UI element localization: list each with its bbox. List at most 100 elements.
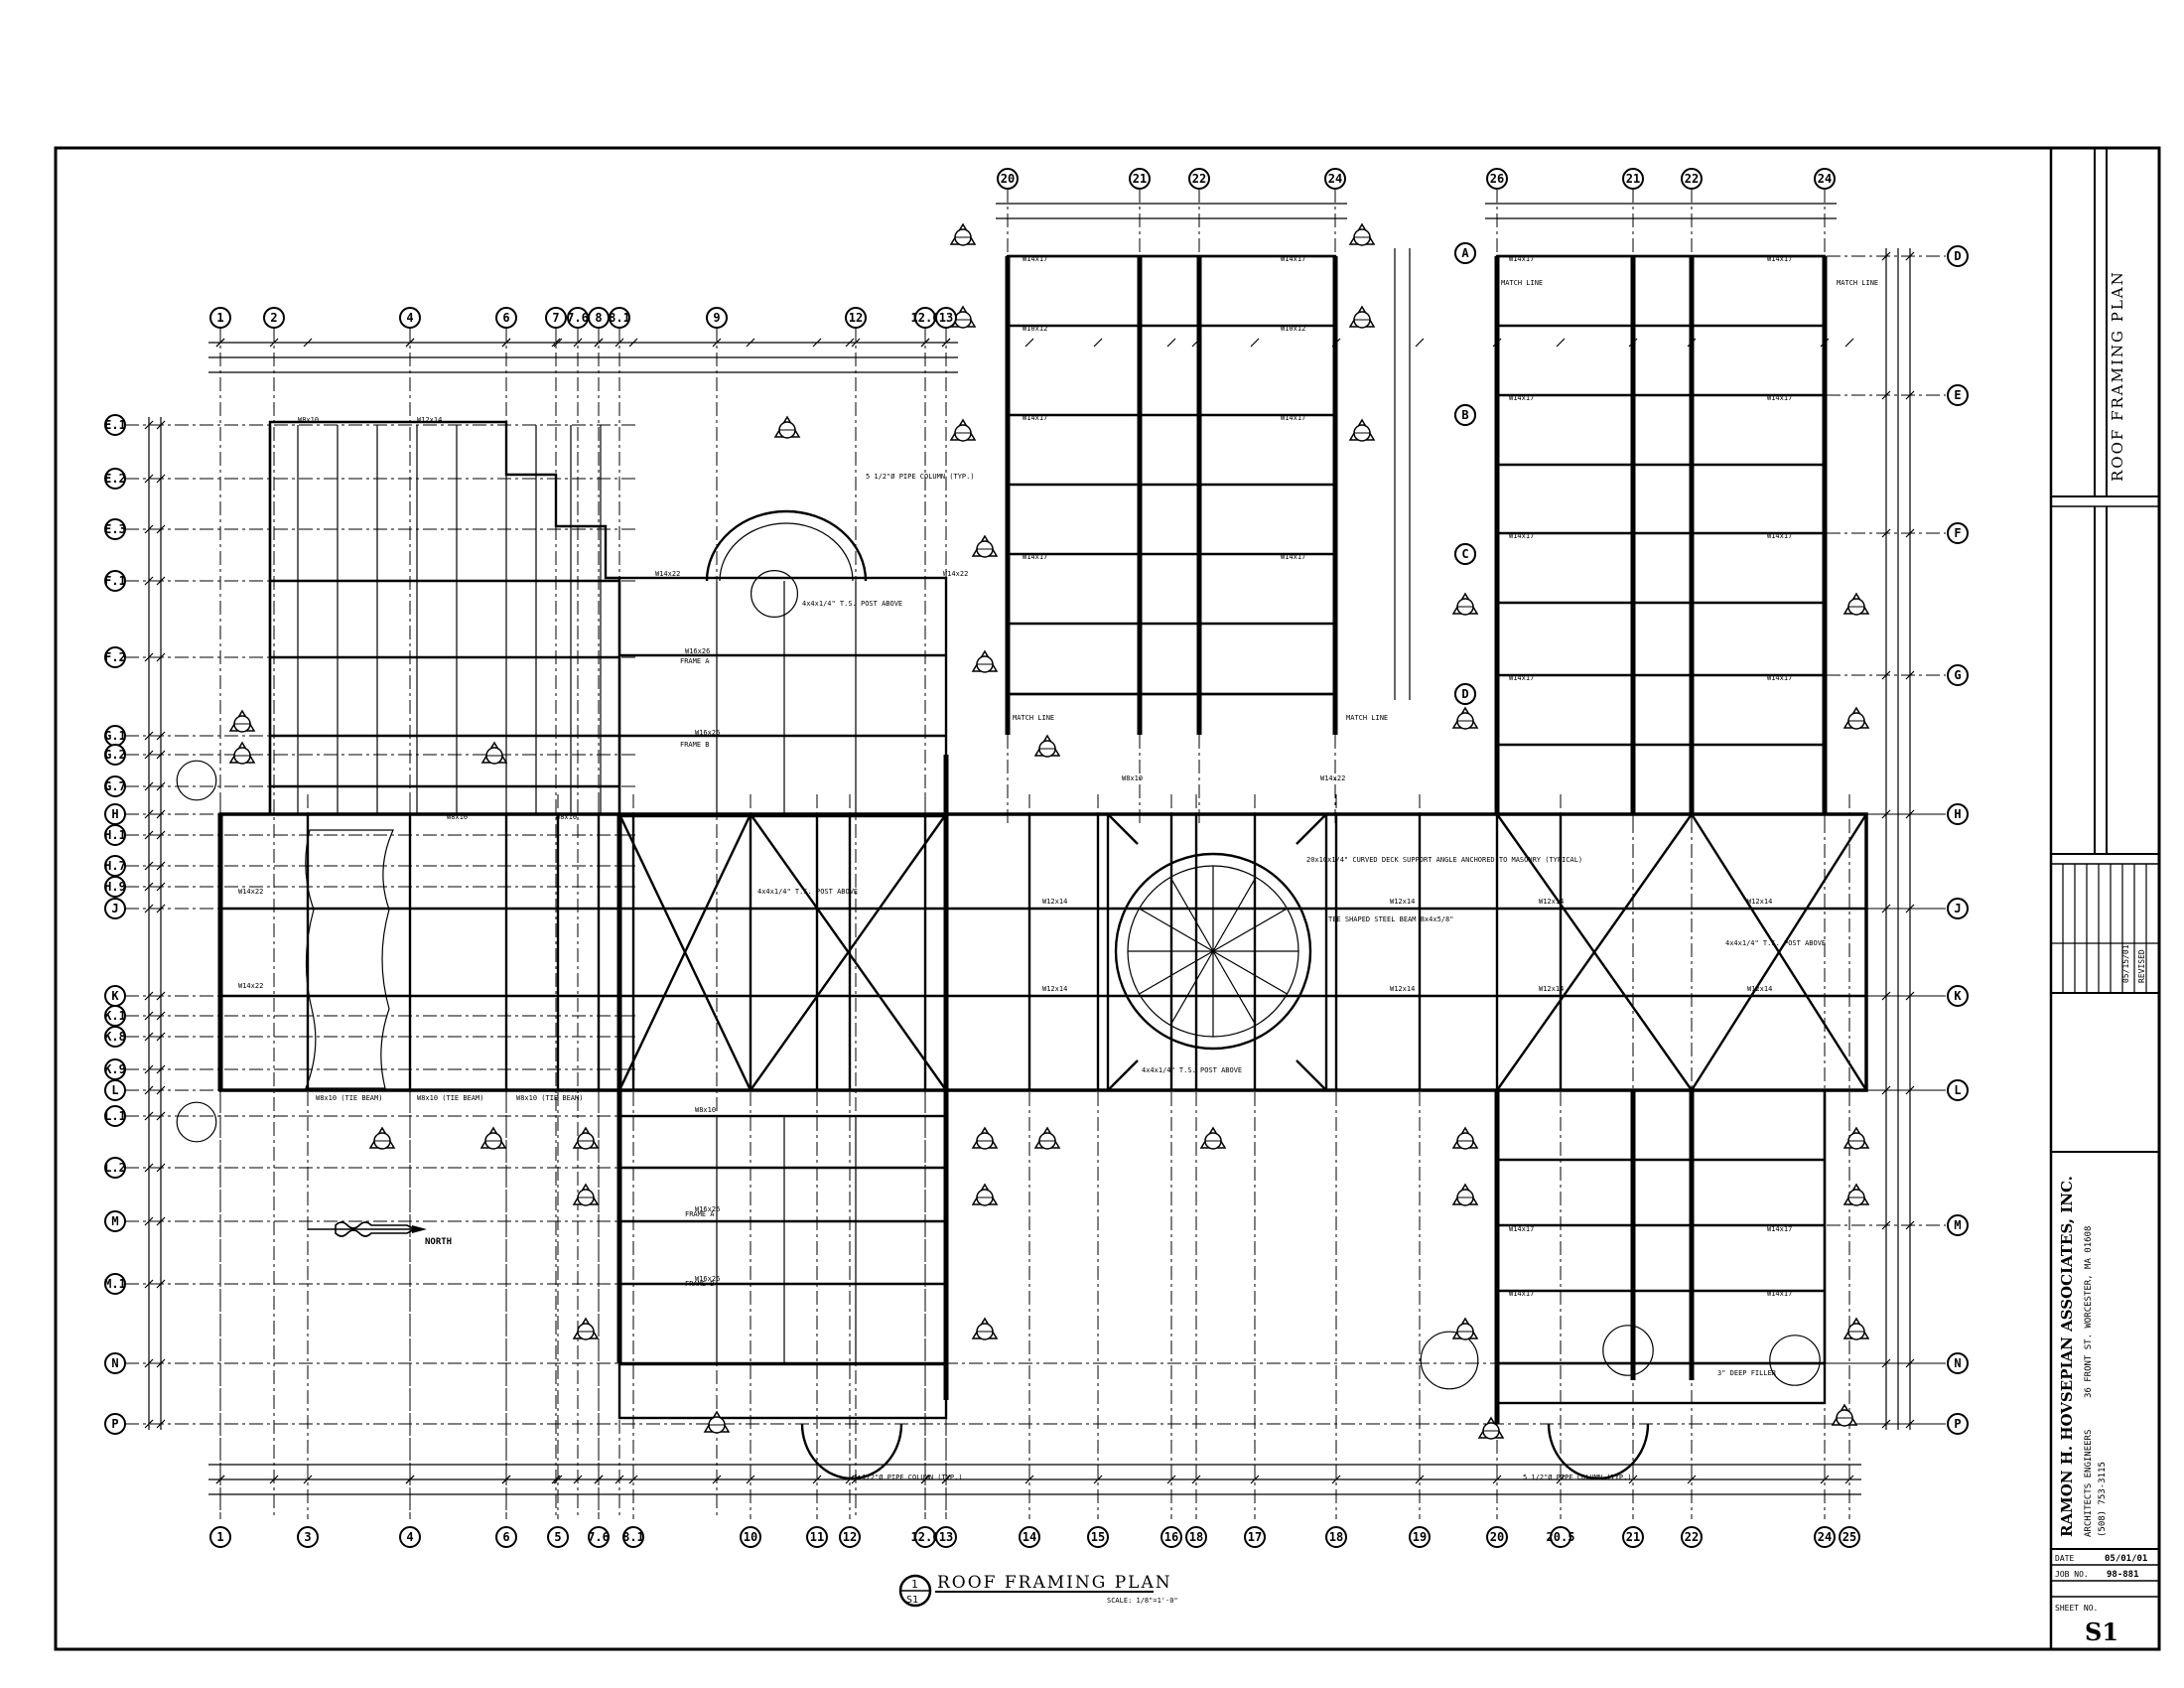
grid-bubble-mid: B [1454,404,1476,426]
member-size-label: W14x17 [1023,414,1047,422]
grid-bubble-circle [1188,168,1210,190]
grid-bubble-label: P [1954,1417,1961,1431]
grid-bubble-circle [1947,522,1969,544]
section-marker [480,741,508,765]
grid-bubble-left: M [104,1210,126,1232]
grid-bubble-circle [1839,1526,1860,1548]
dimension-tick [144,809,154,819]
grid-bubble-label: 7.6 [588,1530,610,1544]
grid-bubble-label: 12 [843,1530,857,1544]
grid-bubble-top: 21 [1622,168,1644,190]
grid-bubble-circle [1454,683,1476,705]
dimension-tick [594,1475,604,1484]
dimension-tick [594,338,604,348]
dimension-tick [156,1085,166,1095]
member-size-label: W8x10 [556,813,577,821]
grid-bubble-label: 5 [554,1530,561,1544]
grid-bubble-label: 2 [270,311,277,325]
date-label: DATE [2055,1554,2074,1563]
dimension-tick [156,1163,166,1173]
section-marker [572,1317,600,1340]
rotunda-rafter [1169,950,1214,1026]
bay-window-arc [705,509,868,582]
section-marker [1348,222,1376,246]
dimension-tick [156,882,166,892]
entry-arc [800,1423,903,1480]
grid-bubble-circle [545,307,567,329]
grid-bubble-left: P [104,1413,126,1435]
grid-bubble-label: A [1461,246,1469,260]
dimension-tick [156,904,166,914]
grid-bubble-circle [1244,1526,1266,1548]
grid-bubble-label: N [111,1356,118,1370]
pipe-column-note-3: 5 1/2"Ø PIPE COLUMN (TYP.) [1523,1474,1632,1481]
grid-bubble-left: G.1 [104,725,126,747]
dimension-tick [144,1064,154,1074]
dimension-lines [144,203,1915,1495]
dimension-tick [156,1111,166,1121]
member-size-label: W10x12 [1281,325,1305,333]
frame-a-note-2: FRAME A [685,1210,715,1218]
dimension-tick [144,1163,154,1173]
post-above-note-4: 4x4x1/4" T.S. POST ABOVE [802,600,902,608]
grid-bubble-label: N [1954,1356,1961,1370]
dimension-tick [156,809,166,819]
grid-bubble-label: 8.1 [609,311,630,325]
dimension-tick [156,750,166,760]
dimension-tick [144,731,154,741]
dimension-tick [144,1358,154,1368]
section-marker [228,709,256,733]
dimension-tick [812,1475,822,1484]
section-marker [971,534,999,558]
grid-bubble-circle [104,1157,126,1179]
dimension-tick [1250,1475,1260,1484]
grid-bubble-right: F [1947,522,1969,544]
grid-bubble-circle [1947,1214,1969,1236]
grid-bubble-label: 6 [502,1530,509,1544]
grid-bubble-label: E.2 [104,472,126,486]
firm-phone: (508) 753-3115 [2098,1462,2108,1537]
dimension-tick [1093,338,1103,348]
section-marker [971,649,999,673]
dimension-tick [1191,1475,1201,1484]
grid-bubble-bottom: 3 [297,1526,319,1548]
grid-bubble-label: 12 [849,311,863,325]
dimension-tick [1905,251,1915,261]
dimension-tick [156,1358,166,1368]
cross-brace [1690,813,1868,1091]
grid-bubble-circle [622,1526,644,1548]
north-wing-left [1006,254,1337,696]
section-marker [1348,305,1376,329]
dimension-tick [1415,338,1425,348]
grid-bubble-label: G.2 [104,748,126,762]
dimension-tick [920,338,930,348]
member-size-label: W12x14 [1747,898,1772,906]
dimension-tick [144,1216,154,1226]
dimension-tick [1556,338,1566,348]
grid-bubble-mid: A [1454,242,1476,264]
detail-markers [176,222,1870,1440]
dimension-tick [1166,338,1176,348]
dimension-tick [1844,1475,1854,1484]
grid-bubble-circle [209,307,231,329]
grid-bubble-circle [297,1526,319,1548]
dimension-tick [405,338,415,348]
grid-bubble-label: 16 [1164,1530,1178,1544]
dimension-tick [144,1032,154,1042]
grid-bubble-label: K.1 [104,1009,126,1023]
dimension-tick [1556,1475,1566,1484]
dimension-tick [614,338,624,348]
dimension-tick [1024,338,1034,348]
grid-bubble-top: 4 [399,307,421,329]
grid-bubble-left: G.2 [104,744,126,766]
cross-brace [750,813,947,1091]
post-above-note-1: 4x4x1/4" T.S. POST ABOVE [757,888,858,896]
member-size-label: W8x10 [298,416,319,424]
grid-bubble-circle [495,307,517,329]
grid-bubble-left: K.1 [104,1005,126,1027]
grid-bubble-circle [399,307,421,329]
tie-beam-note-1: W8x10 (TIE BEAM) [316,1094,382,1102]
dimension-tick [156,1419,166,1429]
grid-bubble-top: 12.6 [911,307,939,329]
bay-window-arc-inner [719,522,854,582]
